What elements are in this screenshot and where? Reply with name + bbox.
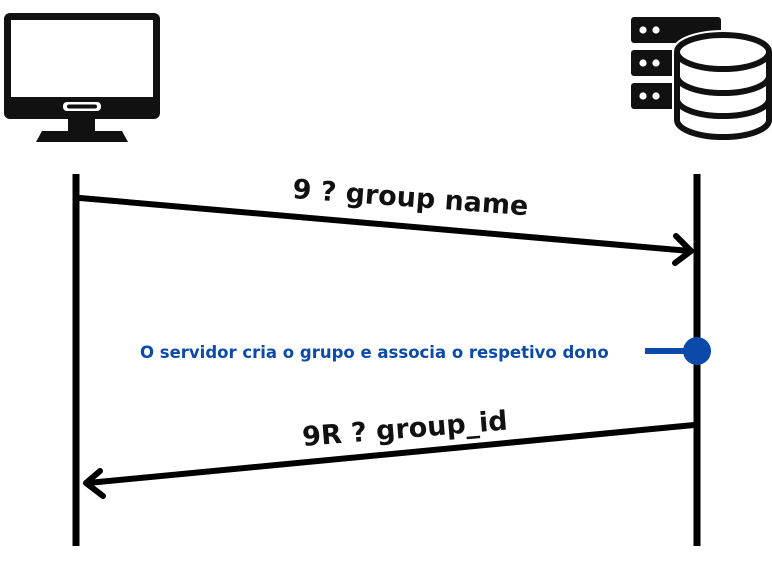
server-note-text: O servidor cria o grupo e associa o resp… <box>140 343 609 362</box>
desktop-monitor-icon <box>4 13 160 142</box>
request-label: 9 ? group name <box>291 174 529 222</box>
response-arrow <box>83 422 697 499</box>
server-database-icon <box>631 17 772 142</box>
server-note-marker <box>645 337 711 365</box>
request-arrow <box>77 195 694 266</box>
